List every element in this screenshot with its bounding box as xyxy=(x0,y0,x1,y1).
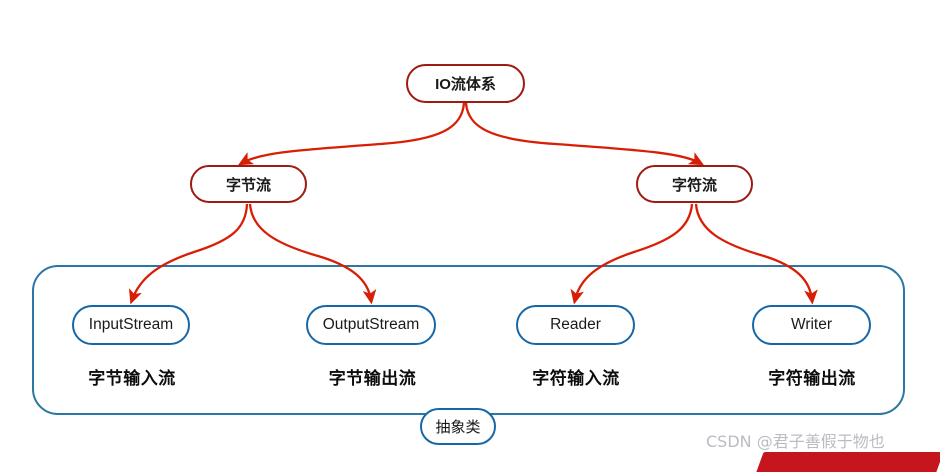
node-byte-stream[interactable]: 字节流 xyxy=(190,165,307,203)
node-abstract-class-label[interactable]: 抽象类 xyxy=(420,408,496,445)
csdn-watermark: CSDN @君子善假于物也 xyxy=(706,432,885,451)
node-reader[interactable]: Reader xyxy=(516,305,635,345)
edge-root-to-char xyxy=(464,102,705,166)
caption-writer: 字符输出流 xyxy=(768,369,856,389)
node-inputstream[interactable]: InputStream xyxy=(72,305,190,345)
caption-reader: 字符输入流 xyxy=(532,369,620,389)
watermark-banner xyxy=(756,452,940,472)
node-io-stream-system[interactable]: IO流体系 xyxy=(406,64,525,103)
node-character-stream[interactable]: 字符流 xyxy=(636,165,753,203)
edge-root-to-byte xyxy=(237,102,466,166)
caption-inputstream: 字节输入流 xyxy=(88,369,176,389)
diagram-canvas: IO流体系 字节流 字符流 InputStream OutputStream R… xyxy=(32,64,940,472)
node-writer[interactable]: Writer xyxy=(752,305,871,345)
node-outputstream[interactable]: OutputStream xyxy=(306,305,436,345)
caption-outputstream: 字节输出流 xyxy=(328,369,417,389)
